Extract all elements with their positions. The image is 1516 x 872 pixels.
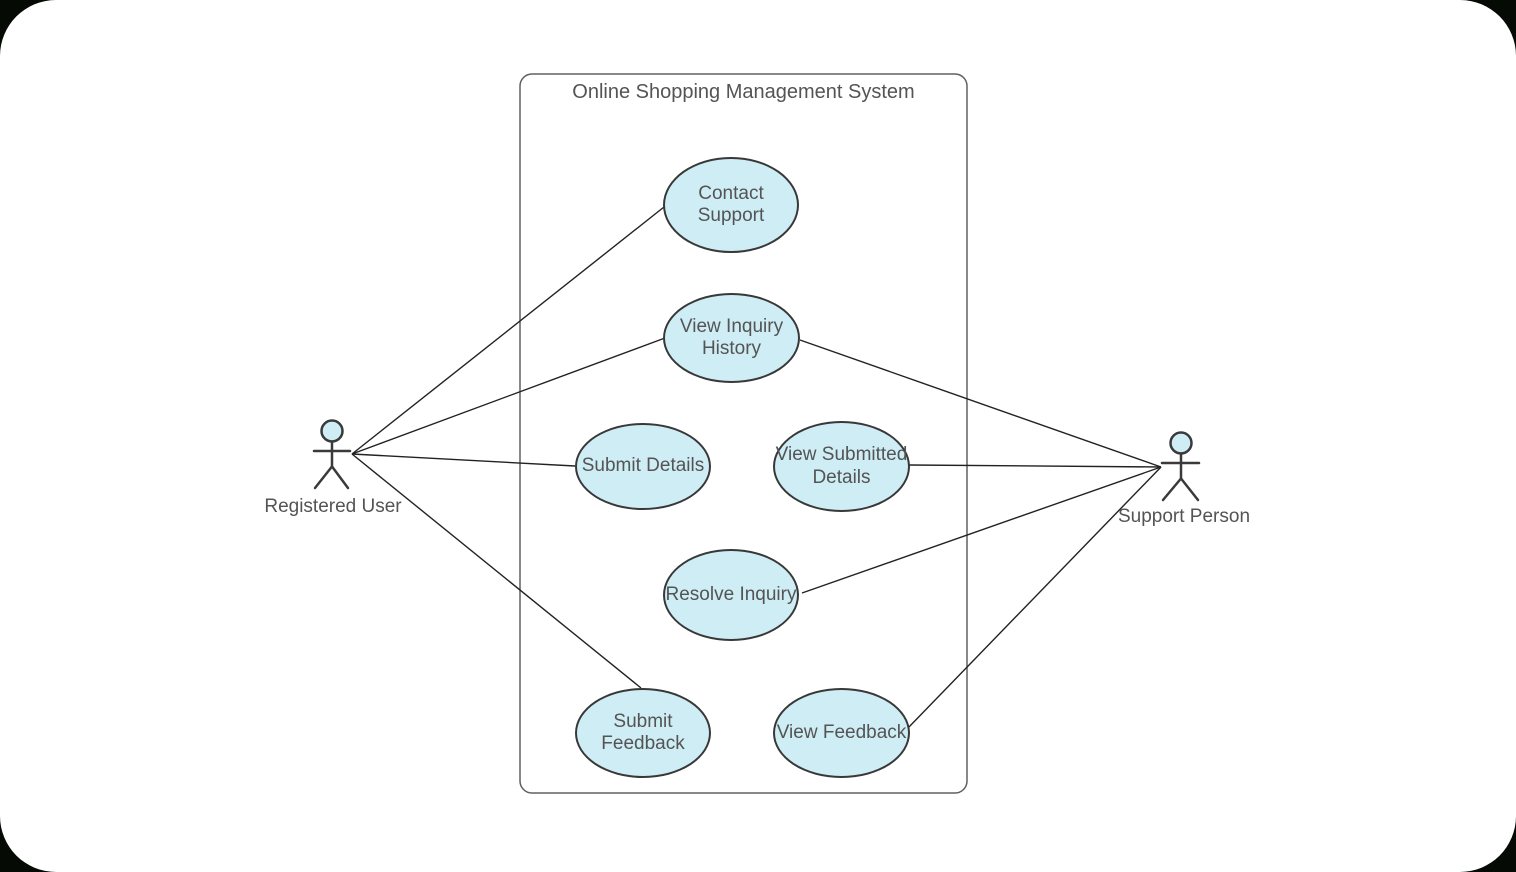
association-support-person-view-submitted-details[interactable] (908, 464, 1162, 468)
usecase-view-submitted-details[interactable]: View Submitted Details (773, 421, 910, 512)
association-registered-user-contact-support[interactable] (351, 206, 665, 455)
usecase-resolve-inquiry[interactable]: Resolve Inquiry (663, 549, 799, 641)
association-support-person-resolve-inquiry[interactable] (801, 466, 1162, 594)
usecase-view-feedback[interactable]: View Feedback (773, 688, 910, 778)
association-registered-user-submit-details[interactable] (351, 453, 576, 467)
association-support-person-view-feedback[interactable] (907, 466, 1162, 729)
association-registered-user-view-inquiry-history[interactable] (351, 337, 666, 455)
usecase-view-inquiry-history[interactable]: View Inquiry History (663, 293, 800, 383)
usecase-submit-details[interactable]: Submit Details (575, 423, 711, 510)
usecase-submit-feedback[interactable]: Submit Feedback (575, 688, 711, 778)
support-person-actor-label: Support Person (1117, 506, 1251, 527)
association-support-person-view-inquiry-history[interactable] (799, 339, 1162, 468)
support-person-actor-icon[interactable] (1160, 431, 1201, 502)
usecase-contact-support[interactable]: Contact Support (663, 157, 799, 253)
system-boundary-title: Online Shopping Management System (572, 81, 915, 103)
system-boundary-box[interactable] (519, 73, 968, 794)
registered-user-actor-label: Registered User (264, 496, 402, 517)
registered-user-actor-icon[interactable] (312, 419, 352, 490)
association-registered-user-submit-feedback[interactable] (351, 453, 642, 689)
